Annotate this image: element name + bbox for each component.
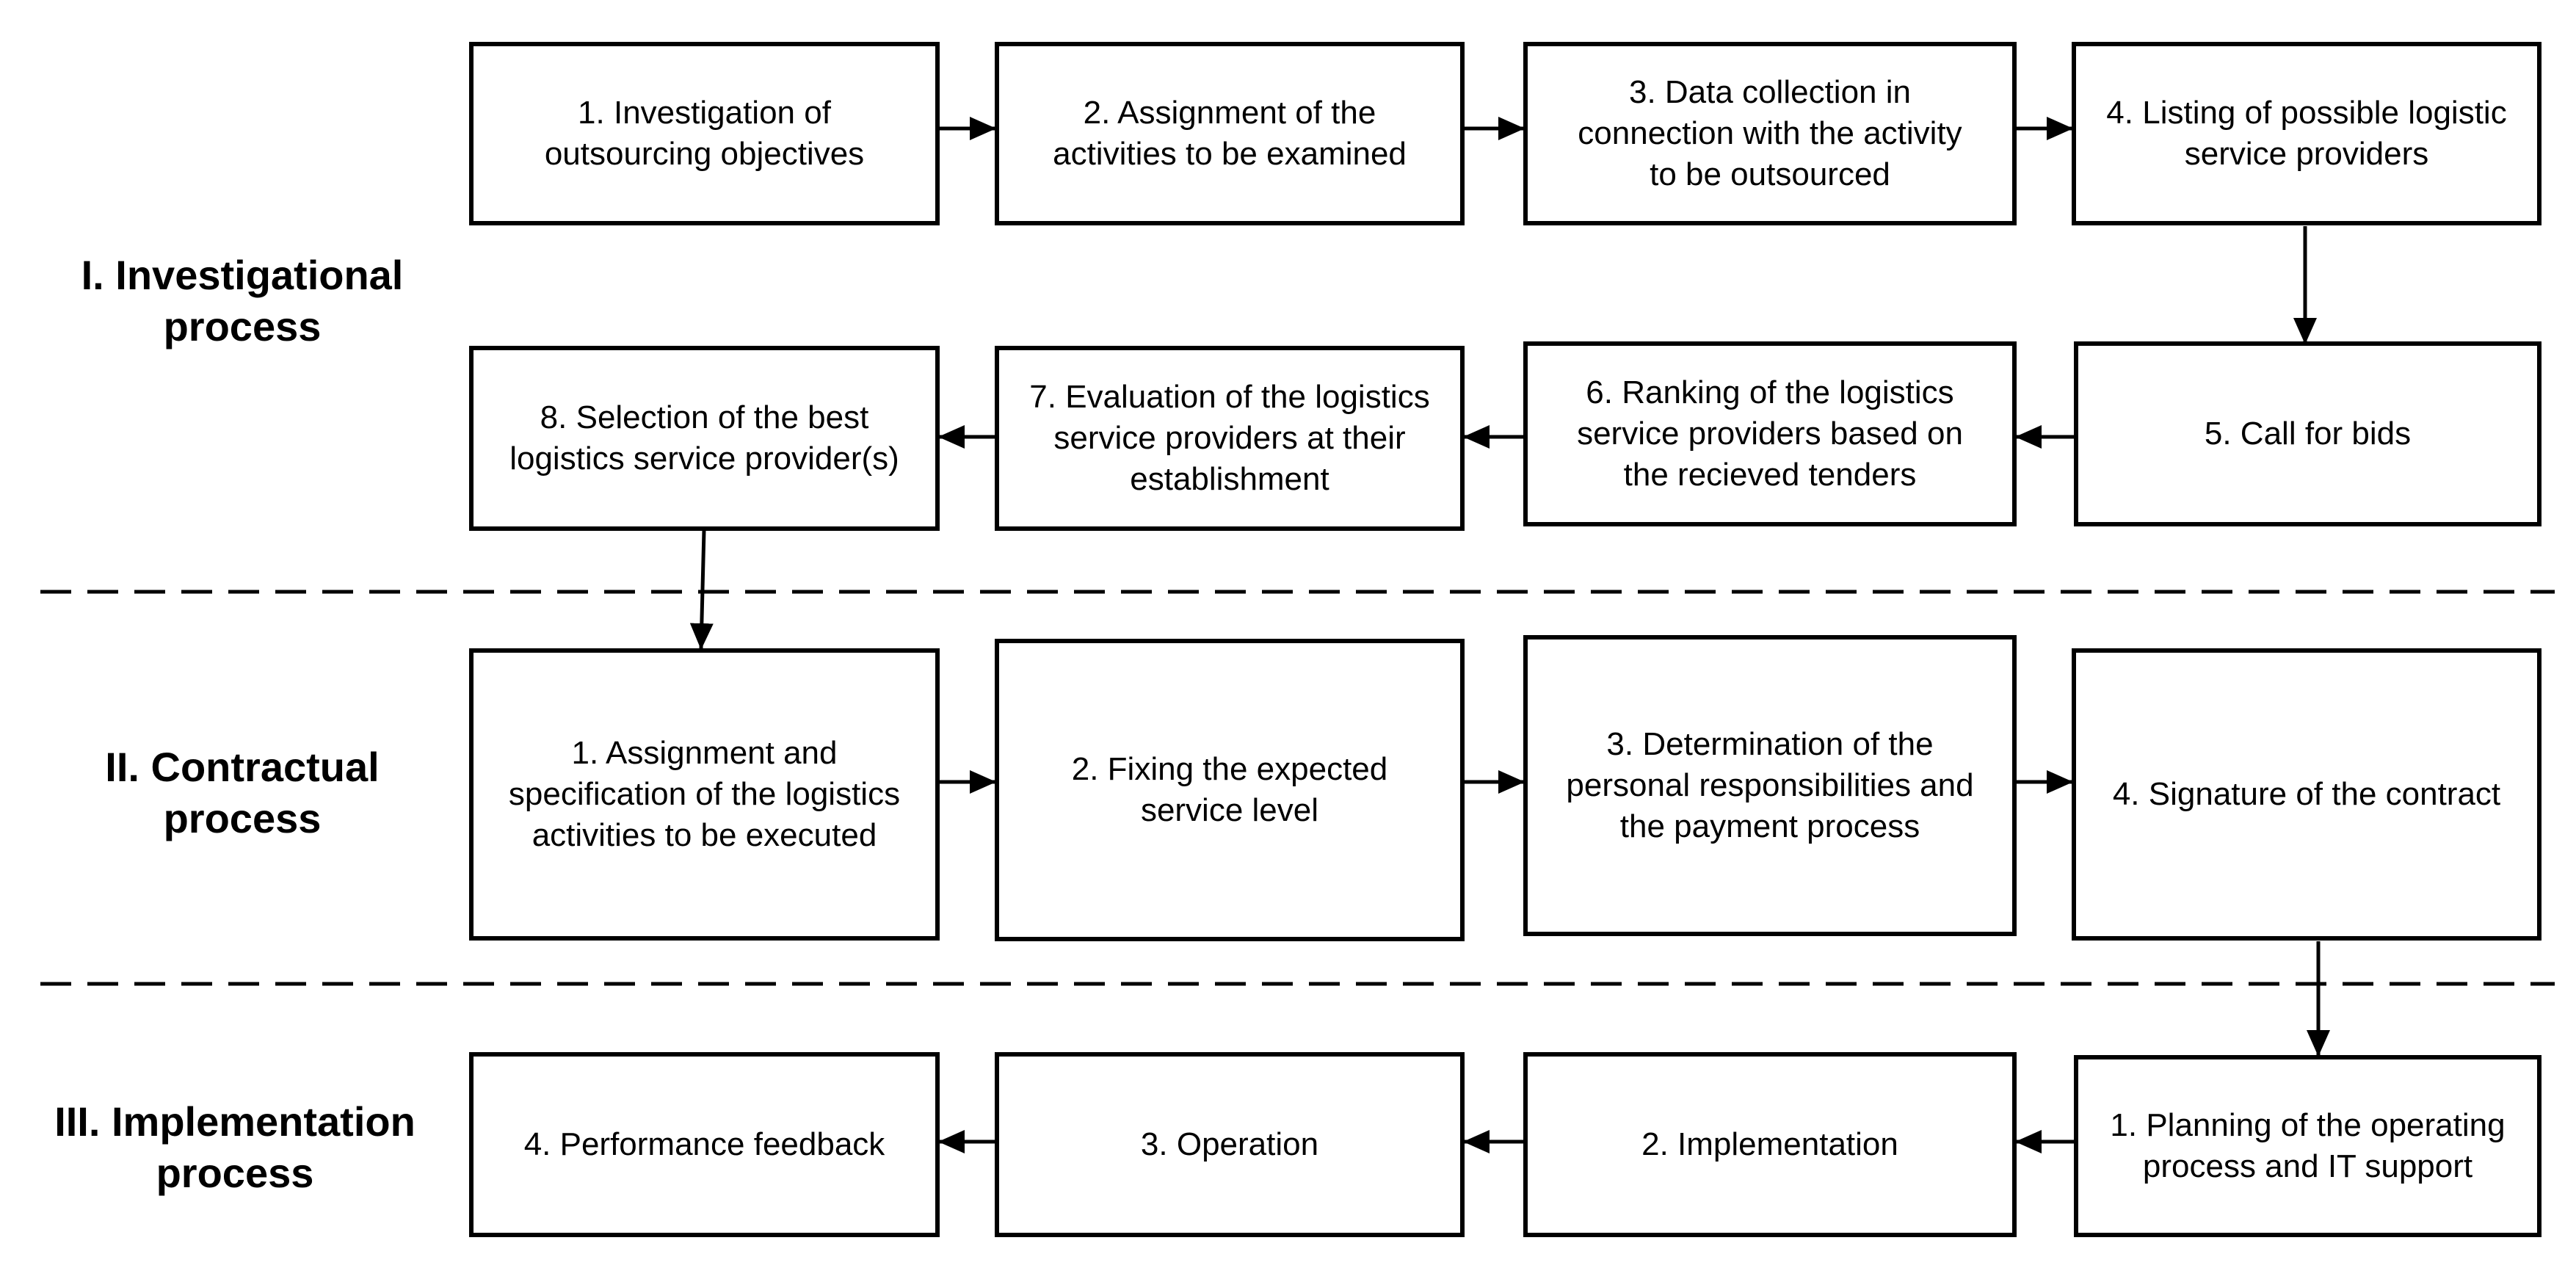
- contractual-step-1: 1. Assignment and specification of the l…: [469, 648, 940, 941]
- implementation-step-4: 4. Performance feedback: [469, 1052, 940, 1237]
- phase-label-contractual: II. Contractual process: [105, 744, 380, 841]
- investigational-step-5: 5. Call for bids: [2074, 341, 2541, 526]
- investigational-step-1: 1. Investigation of outsourcing objectiv…: [469, 42, 940, 225]
- implementation-step-3: 3. Operation: [995, 1052, 1465, 1237]
- contractual-step-3: 3. Determination of the personal respons…: [1523, 635, 2017, 936]
- investigational-step-7: 7. Evaluation of the logistics service p…: [995, 346, 1465, 531]
- investigational-step-8: 8. Selection of the best logistics servi…: [469, 346, 940, 531]
- investigational-step-3: 3. Data collection in connection with th…: [1523, 42, 2017, 225]
- contractual-step-2: 2. Fixing the expected service level: [995, 639, 1465, 941]
- implementation-step-1: 1. Planning of the operating process and…: [2074, 1055, 2541, 1237]
- phase-label-implementation: III. Implementation process: [54, 1098, 416, 1196]
- implementation-step-2: 2. Implementation: [1523, 1052, 2017, 1237]
- phase-label-investigational: I. Investigational process: [81, 252, 404, 349]
- investigational-step-4: 4. Listing of possible logistic service …: [2072, 42, 2541, 225]
- arrow-inv-8-to-con-1: [689, 529, 714, 650]
- contractual-step-4: 4. Signature of the contract: [2072, 648, 2541, 941]
- investigational-step-6: 6. Ranking of the logistics service prov…: [1523, 341, 2017, 526]
- investigational-step-2: 2. Assignment of the activities to be ex…: [995, 42, 1465, 225]
